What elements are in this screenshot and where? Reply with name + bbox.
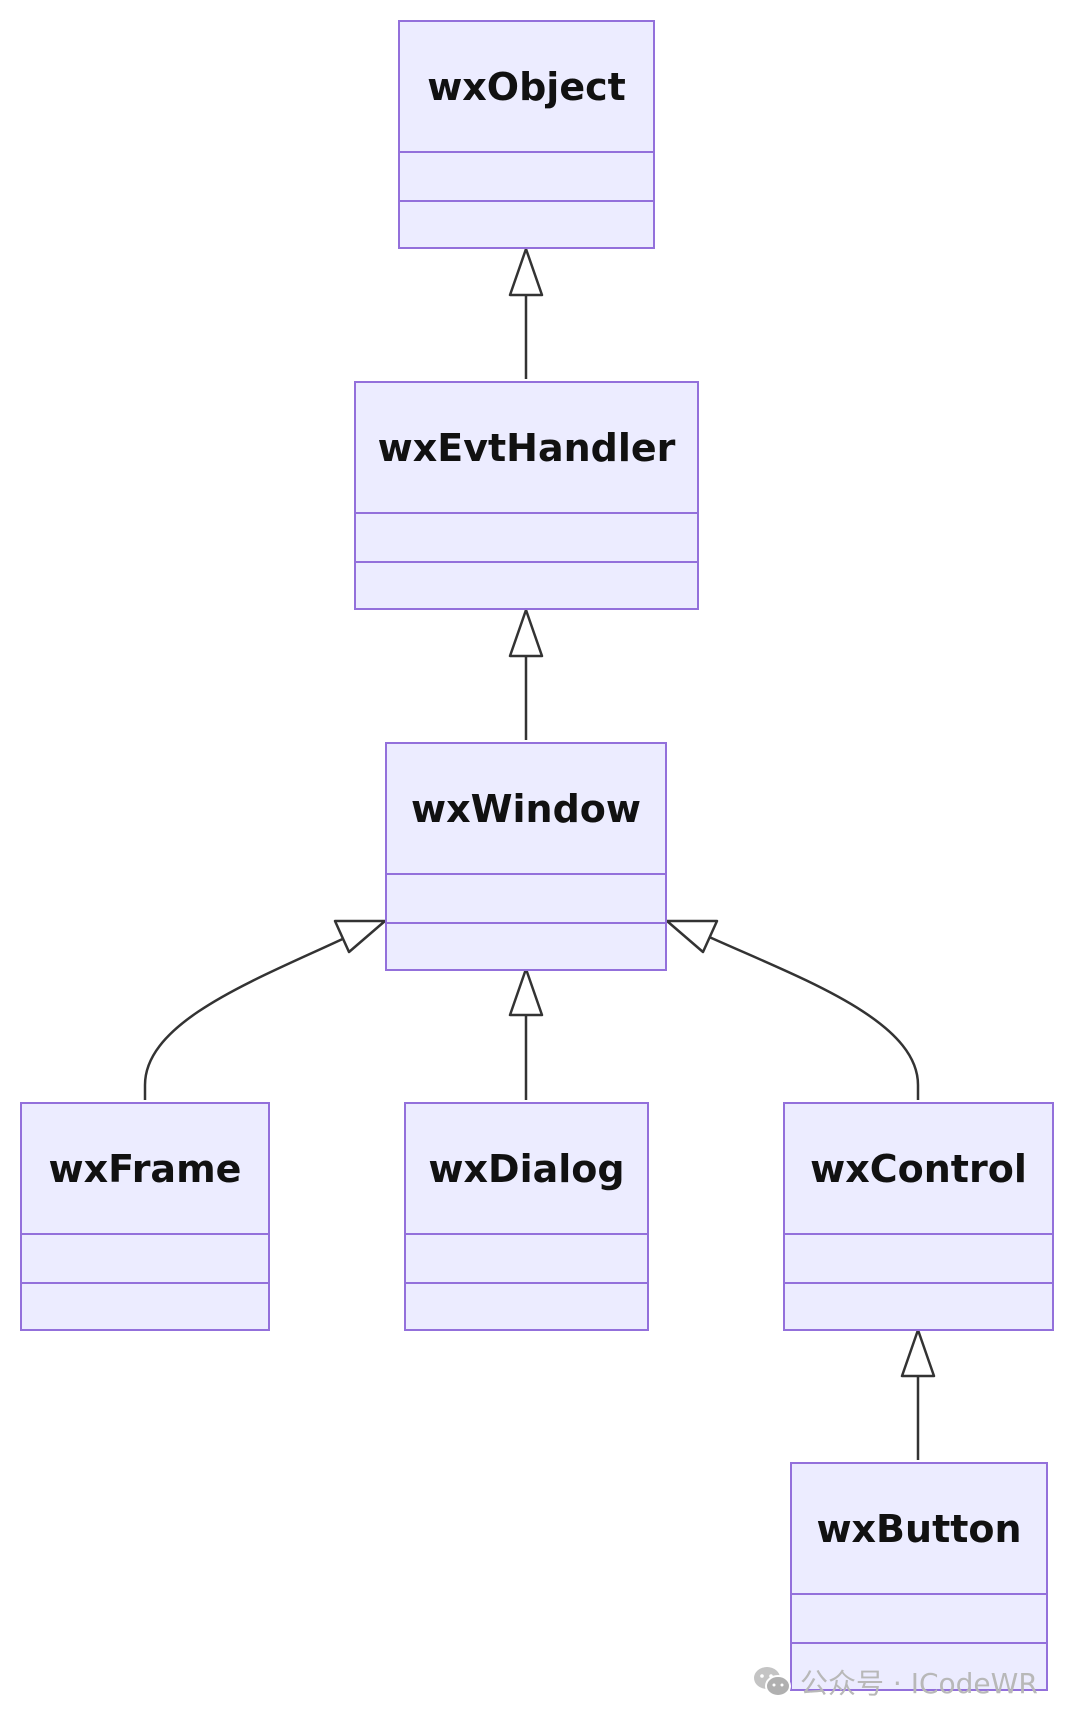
class-box-wxwindow: wxWindow (385, 742, 667, 971)
class-name: wxControl (810, 1147, 1027, 1191)
class-box-wxevthandler: wxEvtHandler (354, 381, 699, 610)
class-box-wxframe: wxFrame (20, 1102, 270, 1331)
class-attributes-section (785, 1233, 1052, 1284)
class-box-wxcontrol: wxControl (783, 1102, 1054, 1331)
class-name: wxDialog (428, 1147, 625, 1191)
class-methods-section (356, 561, 697, 612)
class-name: wxFrame (48, 1147, 242, 1191)
class-box-wxdialog: wxDialog (404, 1102, 649, 1331)
inheritance-arrowhead (508, 608, 544, 658)
class-name: wxEvtHandler (377, 426, 676, 470)
class-attributes-section (400, 151, 653, 202)
inheritance-arrowhead (508, 247, 544, 297)
class-attributes-section (792, 1593, 1046, 1644)
class-methods-section (406, 1282, 647, 1333)
class-methods-section (387, 922, 665, 973)
watermark: 公众号 · ICodeWR (752, 1660, 1038, 1704)
edge-wxcontrol-to-wxwindow (706, 934, 920, 1100)
class-methods-section (400, 200, 653, 251)
class-methods-section (785, 1282, 1052, 1333)
class-attributes-section (22, 1233, 268, 1284)
class-attributes-section (356, 512, 697, 563)
watermark-text: 公众号 · ICodeWR (800, 1667, 1038, 1700)
wechat-icon (754, 1667, 791, 1697)
inheritance-arrowhead (508, 967, 544, 1017)
edge-wxframe-to-wxwindow (143, 934, 350, 1100)
class-attributes-section (406, 1233, 647, 1284)
inheritance-arrowhead (333, 919, 387, 954)
class-methods-section (792, 1642, 1046, 1693)
class-name: wxWindow (410, 787, 642, 831)
class-box-wxobject: wxObject (398, 20, 655, 249)
class-box-wxbutton: wxButton (790, 1462, 1048, 1691)
class-name: wxObject (427, 65, 626, 109)
inheritance-arrowhead (900, 1328, 936, 1378)
class-methods-section (22, 1282, 268, 1333)
class-attributes-section (387, 873, 665, 924)
inheritance-arrowhead (665, 919, 719, 954)
class-name: wxButton (816, 1507, 1022, 1551)
